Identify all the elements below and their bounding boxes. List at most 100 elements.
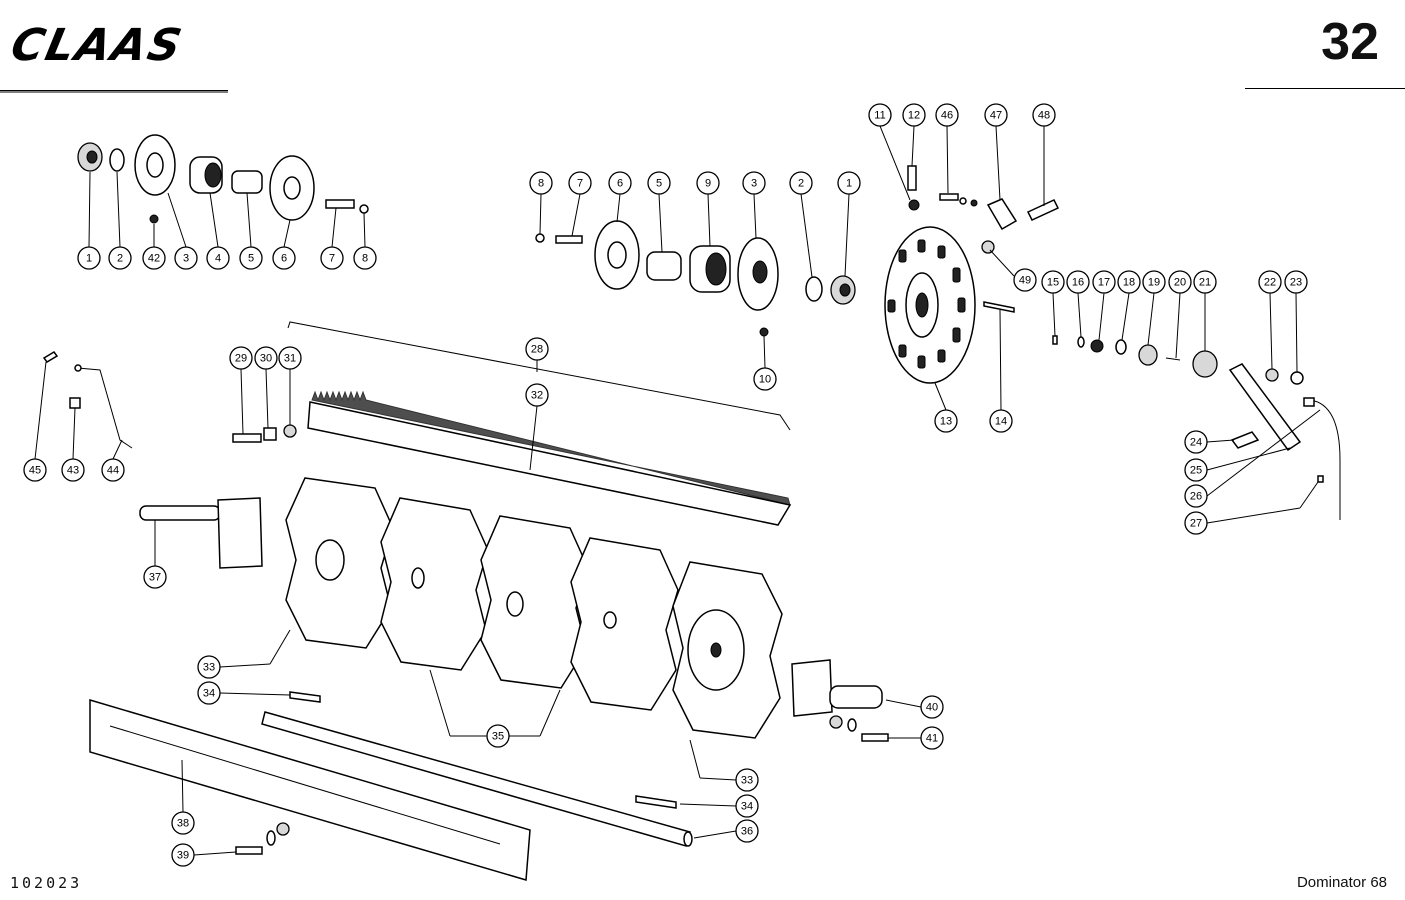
- callout-label: 46: [941, 110, 953, 122]
- callout-16: 16: [1066, 270, 1090, 294]
- callout-label: 1: [846, 178, 852, 190]
- callout-label: 25: [1190, 465, 1202, 477]
- callout-label: 16: [1072, 277, 1084, 289]
- callout-46: 46: [935, 103, 959, 127]
- perforated-disc: [884, 165, 1060, 384]
- callout-label: 23: [1290, 277, 1302, 289]
- callout-label: 33: [203, 662, 215, 674]
- callout-label: 5: [656, 178, 662, 190]
- callout-label: 13: [940, 416, 952, 428]
- callout-label: 10: [759, 374, 771, 386]
- callout-label: 44: [107, 465, 119, 477]
- callout-44: 44: [101, 458, 125, 482]
- callout-3: 3: [174, 246, 198, 270]
- lever-parts: [42, 351, 133, 449]
- callout-label: 29: [235, 353, 247, 365]
- callout-label: 49: [1019, 275, 1031, 287]
- bearing-group-right: [535, 220, 856, 337]
- callout-label: 18: [1123, 277, 1135, 289]
- callout-30: 30: [254, 346, 278, 370]
- callout-label: 11: [874, 110, 885, 122]
- callout-37: 37: [143, 565, 167, 589]
- callout-label: 47: [990, 110, 1002, 122]
- callout-label: 34: [741, 801, 753, 813]
- callout-21: 21: [1193, 270, 1217, 294]
- callout-15: 15: [1041, 270, 1065, 294]
- callout-label: 26: [1190, 491, 1202, 503]
- callout-label: 8: [362, 253, 368, 265]
- callout-label: 33: [741, 775, 753, 787]
- callout-35: 35: [486, 724, 510, 748]
- callout-5: 5: [647, 171, 671, 195]
- callout-6: 6: [272, 246, 296, 270]
- callout-43: 43: [61, 458, 85, 482]
- callout-label: 39: [177, 850, 189, 862]
- callout-label: 4: [215, 253, 221, 265]
- callout-label: 43: [67, 465, 79, 477]
- callout-36: 36: [735, 819, 759, 843]
- knife-bar: [232, 321, 792, 526]
- callout-label: 2: [798, 178, 804, 190]
- callout-3: 3: [742, 171, 766, 195]
- callout-8: 8: [353, 246, 377, 270]
- drawing-code: 102023: [10, 874, 83, 892]
- callout-label: 3: [183, 253, 189, 265]
- callout-5: 5: [239, 246, 263, 270]
- callout-33: 33: [197, 655, 221, 679]
- callout-41: 41: [920, 726, 944, 750]
- callout-label: 32: [531, 390, 543, 402]
- callout-label: 8: [538, 178, 544, 190]
- callout-33: 33: [735, 768, 759, 792]
- callout-24: 24: [1184, 430, 1208, 454]
- callout-12: 12: [902, 103, 926, 127]
- callout-label: 19: [1148, 277, 1160, 289]
- callout-label: 6: [281, 253, 287, 265]
- callout-label: 28: [531, 344, 543, 356]
- callout-28: 28: [525, 337, 549, 361]
- callout-label: 48: [1038, 110, 1050, 122]
- callout-17: 17: [1092, 270, 1116, 294]
- callout-label: 15: [1047, 277, 1059, 289]
- callout-label: 7: [577, 178, 583, 190]
- callout-23: 23: [1284, 270, 1308, 294]
- callout-label: 22: [1264, 277, 1276, 289]
- callout-42: 42: [142, 246, 166, 270]
- callout-6: 6: [608, 171, 632, 195]
- callout-label: 27: [1190, 518, 1202, 530]
- callout-11: 11: [868, 103, 892, 127]
- callout-label: 35: [492, 731, 504, 743]
- callout-label: 1: [86, 253, 92, 265]
- callout-label: 38: [177, 818, 189, 830]
- callout-7: 7: [568, 171, 592, 195]
- callout-10: 10: [753, 367, 777, 391]
- callout-label: 9: [705, 178, 711, 190]
- callout-label: 2: [117, 253, 123, 265]
- callout-26: 26: [1184, 484, 1208, 508]
- callout-label: 5: [248, 253, 254, 265]
- callout-label: 31: [284, 353, 296, 365]
- callout-20: 20: [1168, 270, 1192, 294]
- callout-label: 6: [617, 178, 623, 190]
- callout-13: 13: [934, 409, 958, 433]
- callout-label: 37: [149, 572, 161, 584]
- callout-label: 30: [260, 353, 272, 365]
- bearing-group-left: [77, 134, 369, 224]
- callout-38: 38: [171, 811, 195, 835]
- callout-label: 34: [203, 688, 215, 700]
- callout-4: 4: [206, 246, 230, 270]
- callout-31: 31: [278, 346, 302, 370]
- callout-1: 1: [77, 246, 101, 270]
- callout-34: 34: [735, 794, 759, 818]
- callout-2: 2: [108, 246, 132, 270]
- callout-label: 21: [1199, 277, 1211, 289]
- lower-parts: [89, 691, 693, 881]
- callout-label: 17: [1098, 277, 1110, 289]
- callout-48: 48: [1032, 103, 1056, 127]
- callout-label: 20: [1174, 277, 1186, 289]
- callout-14: 14: [989, 409, 1013, 433]
- callout-40: 40: [920, 695, 944, 719]
- callout-49: 49: [1013, 268, 1037, 292]
- callout-label: 42: [148, 253, 160, 265]
